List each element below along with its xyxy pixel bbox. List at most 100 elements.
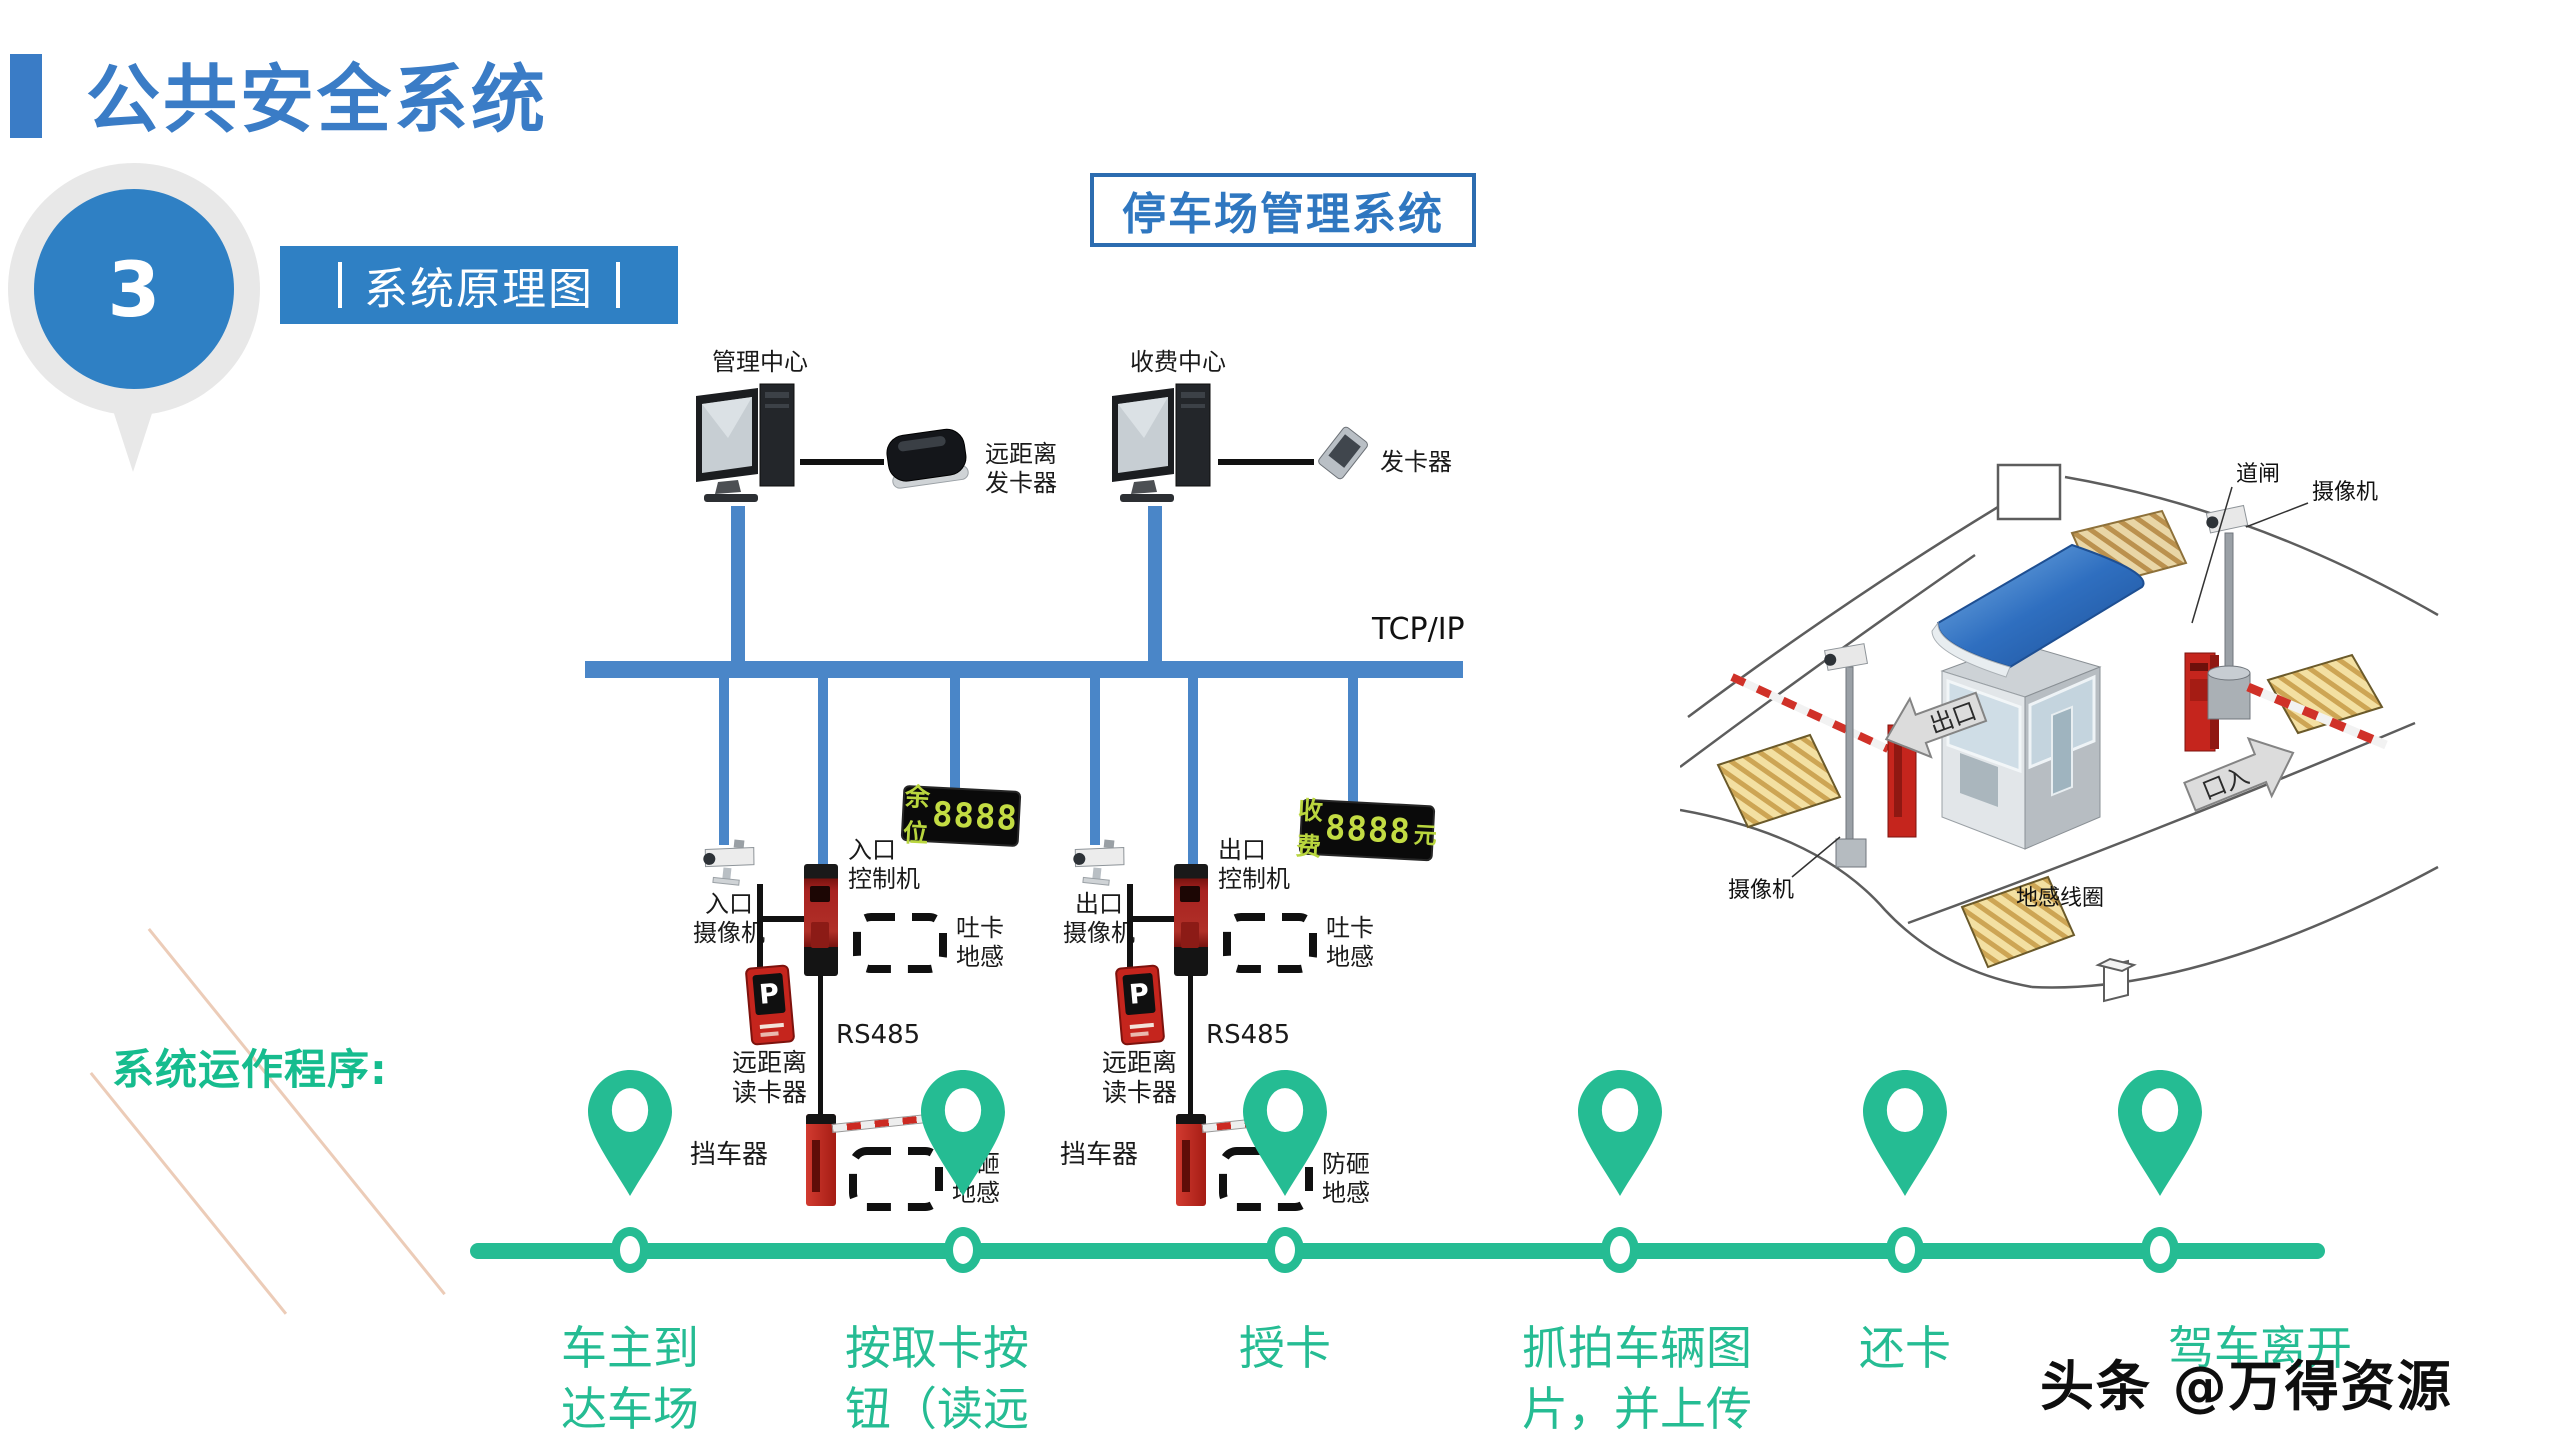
drop-entrance-controller bbox=[818, 678, 828, 866]
controller-screen bbox=[1180, 886, 1200, 902]
exit-camera-icon bbox=[1073, 839, 1125, 886]
pin-icon bbox=[1243, 1070, 1327, 1196]
pin-icon bbox=[1578, 1070, 1662, 1196]
dispense-loop-label: 吐卡 地感 bbox=[956, 914, 1004, 971]
bollard-box bbox=[2095, 957, 2137, 1003]
pin-icon bbox=[921, 1070, 1005, 1196]
drop-exit-camera bbox=[1090, 678, 1100, 845]
timeline-line bbox=[470, 1243, 2325, 1259]
toll-suffix: 元 bbox=[1413, 822, 1438, 850]
connector-line bbox=[757, 916, 804, 922]
tcpip-bus bbox=[585, 661, 1463, 678]
connector-line bbox=[800, 459, 884, 465]
rs485-label: RS485 bbox=[1206, 1020, 1291, 1050]
toll-center-label: 收费中心 bbox=[1130, 348, 1226, 376]
timeline-node bbox=[1886, 1227, 1924, 1273]
section-label-box: 系统原理图 bbox=[280, 246, 678, 324]
ground-loop bbox=[1960, 875, 2076, 969]
vacancy-prefix: 余位 bbox=[902, 782, 931, 849]
connector-line bbox=[1127, 916, 1174, 922]
computer-icon bbox=[1112, 383, 1211, 502]
decor-line bbox=[147, 928, 446, 1296]
road-island bbox=[1996, 463, 2062, 521]
ground-loop bbox=[2266, 653, 2384, 735]
p-sign: P bbox=[752, 972, 786, 1016]
p-sign-text-line bbox=[760, 1031, 779, 1037]
divider-bar bbox=[616, 262, 620, 308]
card-issuer-label: 发卡器 bbox=[1380, 448, 1452, 476]
timeline-step-label: 还卡 bbox=[1859, 1321, 1951, 1375]
exit-controller-label: 出口 控制机 bbox=[1218, 836, 1290, 893]
timeline-step-label: 按取卡按 钮（读远 距离卡） bbox=[845, 1321, 1029, 1436]
timeline-step-label: 驾车离开 bbox=[2168, 1321, 2352, 1375]
connector-line bbox=[1218, 459, 1314, 465]
entrance-arrow: 口入 bbox=[2183, 736, 2295, 812]
connector-line bbox=[1127, 884, 1133, 968]
timeline-node bbox=[1601, 1227, 1639, 1273]
entrance-camera-label: 入口 摄像机 bbox=[693, 890, 765, 947]
timeline-step-label: 抓拍车辆图 片，并上传 bbox=[1522, 1321, 1752, 1436]
barrier-label: 挡车器 bbox=[1060, 1140, 1139, 1170]
p-sign: P bbox=[1122, 972, 1156, 1016]
remote-reader-icon: P bbox=[744, 964, 796, 1046]
remote-reader-label: 远距离 读卡器 bbox=[1102, 1048, 1178, 1107]
rs485-line bbox=[818, 976, 823, 1116]
barrier-gate-label: 道闸 bbox=[2236, 462, 2280, 487]
section-label: 系统原理图 bbox=[364, 264, 594, 315]
drop-entrance-camera bbox=[719, 678, 729, 845]
ground-loop bbox=[1716, 733, 1842, 829]
watermark: 头条 @万得资源 bbox=[2040, 1355, 2453, 1418]
remote-issuer-icon bbox=[886, 428, 969, 489]
controller-panel bbox=[811, 922, 829, 948]
camera-top-label: 摄像机 bbox=[2312, 480, 2378, 505]
timeline-step-label: 车主到 达车场 bbox=[561, 1321, 699, 1436]
barrier-label: 挡车器 bbox=[690, 1140, 769, 1170]
barrier-icon bbox=[806, 1111, 956, 1206]
card-issuer-icon bbox=[1318, 426, 1368, 480]
anti-smash-loop-label: 防砸 地感 bbox=[1322, 1150, 1370, 1207]
barrier-cap bbox=[1176, 1114, 1206, 1124]
exit-controller-icon bbox=[1174, 864, 1208, 976]
barrier-stripe bbox=[1182, 1140, 1190, 1192]
timeline-heading: 系统运作程序: bbox=[112, 1045, 388, 1094]
remote-reader-label: 远距离 读卡器 bbox=[732, 1048, 808, 1107]
entrance-controller-label: 入口 控制机 bbox=[848, 836, 920, 893]
drop-vacancy-display bbox=[950, 678, 960, 792]
timeline-step-label: 授卡 bbox=[1239, 1321, 1331, 1375]
divider-bar bbox=[338, 262, 342, 308]
dispense-loop-icon bbox=[1223, 913, 1317, 973]
timeline-node bbox=[2141, 1227, 2179, 1273]
remote-reader-icon: P bbox=[1114, 964, 1166, 1046]
dispense-loop-icon bbox=[853, 913, 947, 973]
section-number-badge: 3 bbox=[34, 189, 234, 389]
connector-line bbox=[757, 884, 763, 968]
pin-icon bbox=[2118, 1070, 2202, 1196]
riser-toll bbox=[1148, 506, 1162, 662]
dispense-loop-label: 吐卡 地感 bbox=[1326, 914, 1374, 971]
toll-prefix: 收费 bbox=[1295, 795, 1324, 862]
timeline-node bbox=[611, 1227, 649, 1273]
tcpip-label: TCP/IP bbox=[1372, 612, 1465, 647]
remote-issuer-label: 远距离 发卡器 bbox=[985, 440, 1057, 497]
p-sign-text-line bbox=[759, 1022, 784, 1029]
rs485-label: RS485 bbox=[836, 1020, 921, 1050]
controller-panel bbox=[1181, 922, 1199, 948]
page-title: 公共安全系统 bbox=[86, 57, 548, 143]
p-sign-text-line bbox=[1129, 1022, 1154, 1029]
entrance-controller-icon bbox=[804, 864, 838, 976]
pin-icon bbox=[1863, 1070, 1947, 1196]
barrier-stripe bbox=[812, 1140, 820, 1192]
controller-screen bbox=[810, 886, 830, 902]
timeline-node bbox=[944, 1227, 982, 1273]
drop-toll-display bbox=[1348, 678, 1358, 806]
computer-icon bbox=[696, 383, 795, 502]
barrier-icon bbox=[1176, 1111, 1326, 1206]
timeline-node bbox=[1266, 1227, 1304, 1273]
exit-camera-label: 出口 摄像机 bbox=[1063, 890, 1135, 947]
entrance-camera-icon bbox=[703, 839, 755, 886]
toll-digits: 8888 bbox=[1324, 807, 1412, 853]
diagram-title: 停车场管理系统 bbox=[1090, 173, 1476, 247]
